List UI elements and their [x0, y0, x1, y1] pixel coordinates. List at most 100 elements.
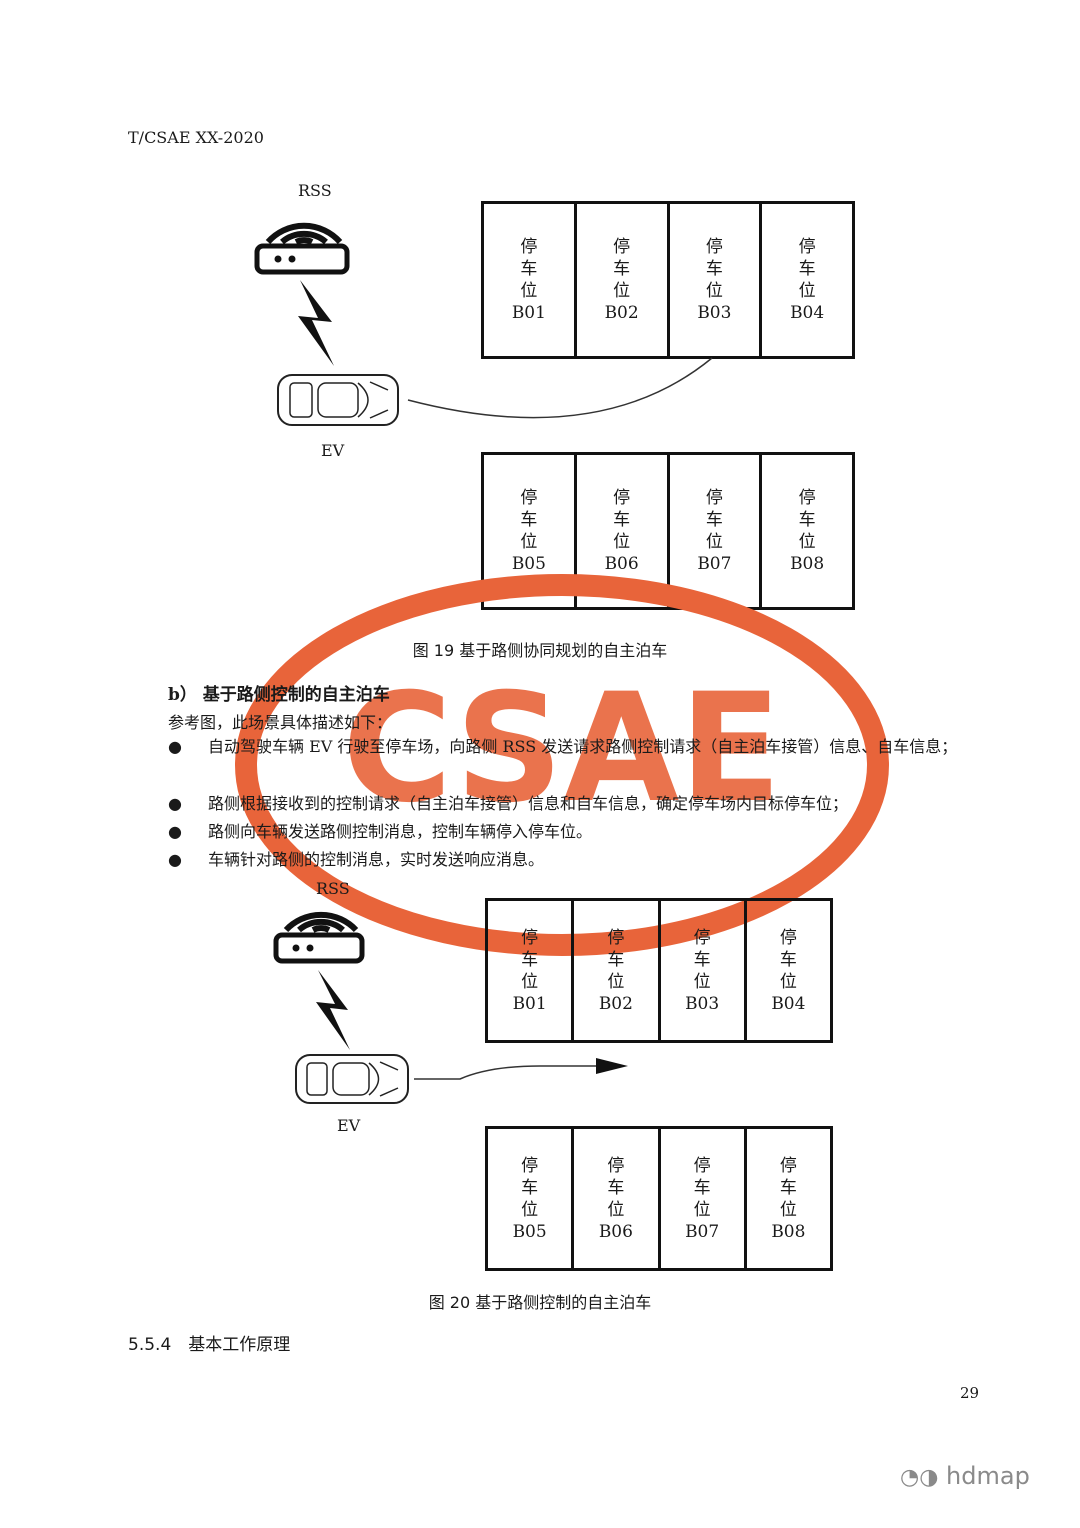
slot-char: 车: [521, 949, 539, 970]
slot-code: B08: [790, 554, 825, 574]
slot-char: 停: [607, 927, 625, 948]
slot-char: 停: [520, 488, 538, 508]
slot-char: 停: [521, 927, 539, 948]
slot-char: 车: [798, 510, 816, 530]
slot-char: 停: [613, 237, 631, 257]
slot-char: 位: [705, 281, 723, 301]
slot-char: 车: [607, 949, 625, 970]
slot-char: 车: [520, 259, 538, 279]
slot-char: 停: [613, 488, 631, 508]
bullet-icon: ●: [168, 822, 182, 841]
slot-code: B06: [598, 1221, 633, 1242]
slot-char: 停: [798, 237, 816, 257]
slot-code: B01: [511, 303, 546, 323]
slot-code: B02: [604, 303, 639, 323]
slot-code: B07: [697, 554, 732, 574]
slot-char: 停: [693, 1155, 711, 1176]
slot-code: B05: [512, 1221, 547, 1242]
slot-char: 位: [693, 971, 711, 992]
bullet-icon: ●: [168, 794, 182, 813]
slot-char: 车: [798, 259, 816, 279]
csae-watermark: CSAE: [235, 574, 889, 956]
router-icon: [254, 222, 350, 275]
slot-char: 位: [693, 1199, 711, 1220]
control-path: [414, 1065, 600, 1080]
slot-char: 车: [607, 1177, 625, 1198]
slot-code: B04: [771, 993, 806, 1014]
slot-char: 位: [779, 971, 797, 992]
slot-char: 位: [798, 532, 816, 552]
bullet-icon: ●: [168, 737, 182, 756]
wireless-signal-icon: [298, 280, 334, 366]
slot-char: 位: [798, 281, 816, 301]
slot-code: B03: [685, 993, 720, 1014]
slot-char: 位: [520, 281, 538, 301]
slot-char: 停: [779, 1155, 797, 1176]
figure-19-caption: 图 19 基于路侧协同规划的自主泊车: [412, 641, 668, 660]
slot-char: 车: [693, 1177, 711, 1198]
section-b-intro: 参考图，此场景具体描述如下：: [168, 713, 393, 732]
rss-label: RSS: [298, 181, 332, 200]
slot-char: 停: [798, 488, 816, 508]
router-icon-2: [273, 911, 365, 964]
slot-char: 停: [520, 237, 538, 257]
ev-label: EV: [321, 441, 345, 460]
slot-char: 位: [521, 971, 539, 992]
car-icon: [277, 374, 399, 426]
slot-char: 位: [613, 281, 631, 301]
slot-char: 停: [705, 488, 723, 508]
csae-logo-text: CSAE: [342, 662, 781, 836]
slot-char: 停: [705, 237, 723, 257]
slot-char: 停: [607, 1155, 625, 1176]
section-b-title: b） 基于路侧控制的自主泊车: [168, 685, 390, 705]
slot-char: 位: [607, 1199, 625, 1220]
slot-char: 位: [613, 532, 631, 552]
slot-char: 车: [613, 510, 631, 530]
slot-char: 位: [521, 1199, 539, 1220]
slot-char: 车: [613, 259, 631, 279]
arrow-head-icon: [596, 1058, 628, 1074]
slot-char: 车: [521, 1177, 539, 1198]
slot-code: B05: [511, 554, 546, 574]
bullet-icon: ●: [168, 850, 182, 869]
slot-char: 车: [779, 949, 797, 970]
document-code: T/CSAE XX-2020: [128, 128, 264, 147]
slot-code: B04: [790, 303, 825, 323]
page-number: 29: [960, 1384, 980, 1402]
slot-char: 位: [520, 532, 538, 552]
slot-char: 停: [779, 927, 797, 948]
slot-char: 车: [693, 949, 711, 970]
corner-watermark: ◔◑ hdmap: [900, 1462, 1030, 1490]
slot-char: 车: [705, 510, 723, 530]
wireless-signal-icon-2: [316, 970, 350, 1050]
ev-label-2: EV: [337, 1116, 361, 1135]
slot-char: 位: [705, 532, 723, 552]
rss-label-2: RSS: [316, 879, 350, 898]
section-heading: 5.5.4 基本工作原理: [128, 1335, 291, 1355]
wechat-icon: ◔◑: [900, 1465, 939, 1490]
slot-code: B03: [697, 303, 732, 323]
slot-char: 位: [607, 971, 625, 992]
slot-code: B08: [771, 1221, 806, 1242]
car-icon-2: [295, 1054, 409, 1104]
slot-code: B01: [512, 993, 547, 1014]
slot-code: B07: [685, 1221, 720, 1242]
